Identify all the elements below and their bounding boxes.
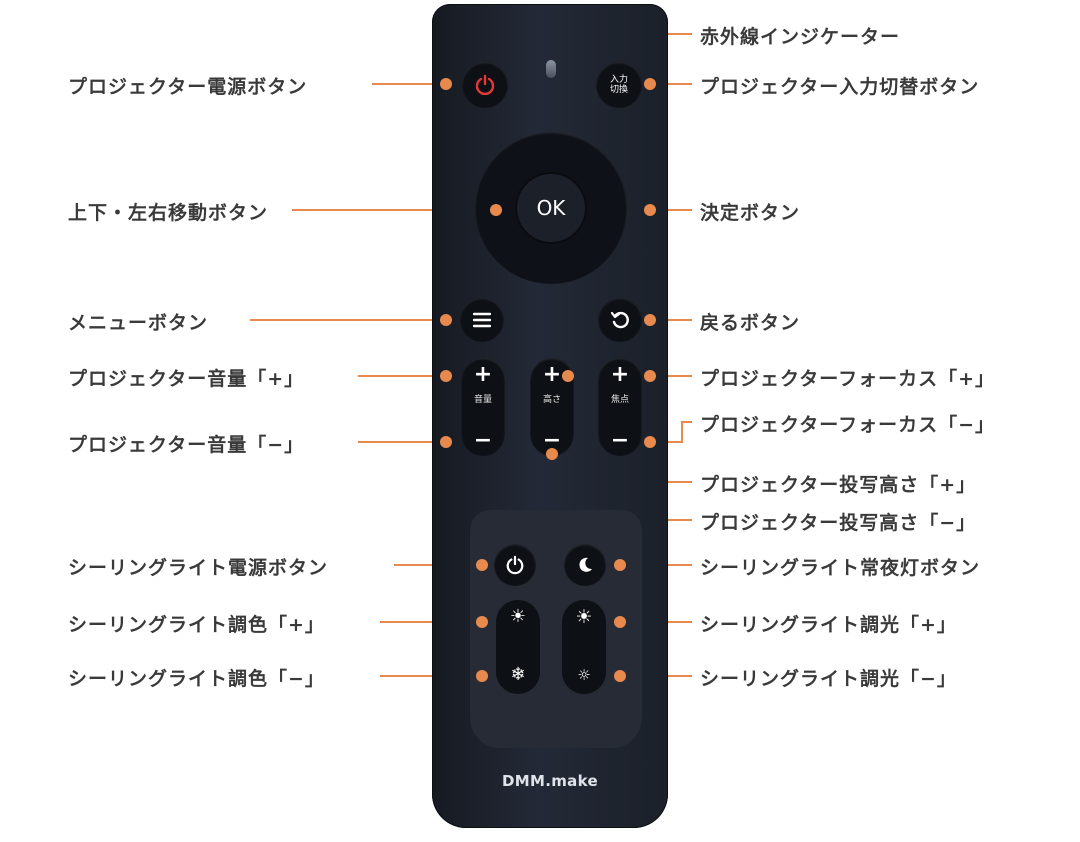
focus-text: 焦点 <box>610 395 629 405</box>
label-color-up: シーリングライト調色「+」 <box>68 614 325 636</box>
label-projector-power: プロジェクター電源ボタン <box>68 76 308 98</box>
label-focus-down: プロジェクターフォーカス「−」 <box>700 414 996 436</box>
ok-button[interactable]: OK <box>517 174 585 242</box>
cool-light-icon[interactable]: ❄ <box>510 664 526 685</box>
warm-light-icon[interactable]: ☀ <box>509 606 527 627</box>
label-volume-down: プロジェクター音量「−」 <box>68 434 305 456</box>
height-text: 高さ <box>542 395 561 405</box>
dot-night-light <box>614 559 626 571</box>
menu-icon <box>473 312 491 328</box>
dot-projector-power <box>440 78 452 90</box>
ceiling-power-button[interactable] <box>494 544 536 586</box>
dot-focus-down <box>644 436 656 448</box>
dot-height-down <box>546 448 558 460</box>
label-height-down: プロジェクター投写高さ「−」 <box>700 512 977 534</box>
dot-menu <box>440 314 452 326</box>
height-minus[interactable]: − <box>542 428 562 453</box>
dot-color-down <box>476 670 488 682</box>
dot-volume-up <box>440 370 452 382</box>
dot-color-up <box>476 616 488 628</box>
input-label-line2: 切換 <box>609 85 628 95</box>
dot-ceiling-power <box>476 559 488 571</box>
dimmer-rocker[interactable]: ☀ ☼ <box>562 600 606 694</box>
dot-projector-input <box>644 78 656 90</box>
label-ceiling-power: シーリングライト電源ボタン <box>68 557 329 579</box>
label-volume-up: プロジェクター音量「+」 <box>68 368 305 390</box>
back-icon <box>610 311 629 329</box>
focus-minus[interactable]: − <box>610 428 630 453</box>
dot-dim-down <box>614 670 626 682</box>
volume-text: 音量 <box>473 395 492 405</box>
projector-power-button[interactable] <box>462 62 508 108</box>
label-color-down: シーリングライト調色「−」 <box>68 668 325 690</box>
dot-dim-up <box>614 616 626 628</box>
height-plus[interactable]: + <box>542 362 562 387</box>
label-night-light: シーリングライト常夜灯ボタン <box>700 557 981 579</box>
label-dpad: 上下・左右移動ボタン <box>68 202 269 224</box>
dot-back <box>644 314 656 326</box>
power-icon <box>506 555 524 575</box>
volume-rocker[interactable]: + 音量 − <box>461 358 505 456</box>
focus-plus[interactable]: + <box>610 362 630 387</box>
label-enter: 決定ボタン <box>700 202 801 224</box>
dot-height-up <box>562 370 574 382</box>
night-light-button[interactable] <box>564 544 606 586</box>
color-temp-rocker[interactable]: ☀ ❄ <box>496 600 540 694</box>
label-height-up: プロジェクター投写高さ「+」 <box>700 474 977 496</box>
menu-button[interactable] <box>460 298 504 342</box>
label-menu: メニューボタン <box>68 312 209 334</box>
input-label-line1: 入力 <box>609 75 628 85</box>
label-projector-input: プロジェクター入力切替ボタン <box>700 76 980 98</box>
label-dim-up: シーリングライト調光「+」 <box>700 614 957 636</box>
ir-indicator-led <box>546 60 556 78</box>
label-dim-down: シーリングライト調光「−」 <box>700 668 957 690</box>
label-back: 戻るボタン <box>700 312 801 334</box>
back-button[interactable] <box>598 298 642 342</box>
volume-plus[interactable]: + <box>473 362 493 387</box>
focus-rocker[interactable]: + 焦点 − <box>598 358 642 456</box>
dot-enter <box>644 204 656 216</box>
dot-focus-up <box>644 370 656 382</box>
brand-logo: DMM.make <box>502 772 598 790</box>
volume-minus[interactable]: − <box>473 428 493 453</box>
ok-label: OK <box>536 196 566 220</box>
dim-icon[interactable]: ☼ <box>577 666 591 684</box>
moon-icon <box>579 557 592 572</box>
dot-volume-down <box>440 436 452 448</box>
projector-input-button[interactable]: 入力 切換 <box>596 62 642 108</box>
label-ir-indicator: 赤外線インジケーター <box>700 26 901 48</box>
dot-dpad <box>490 204 502 216</box>
bright-icon[interactable]: ☀ <box>575 606 593 628</box>
power-icon <box>475 74 495 96</box>
label-focus-up: プロジェクターフォーカス「+」 <box>700 368 996 390</box>
